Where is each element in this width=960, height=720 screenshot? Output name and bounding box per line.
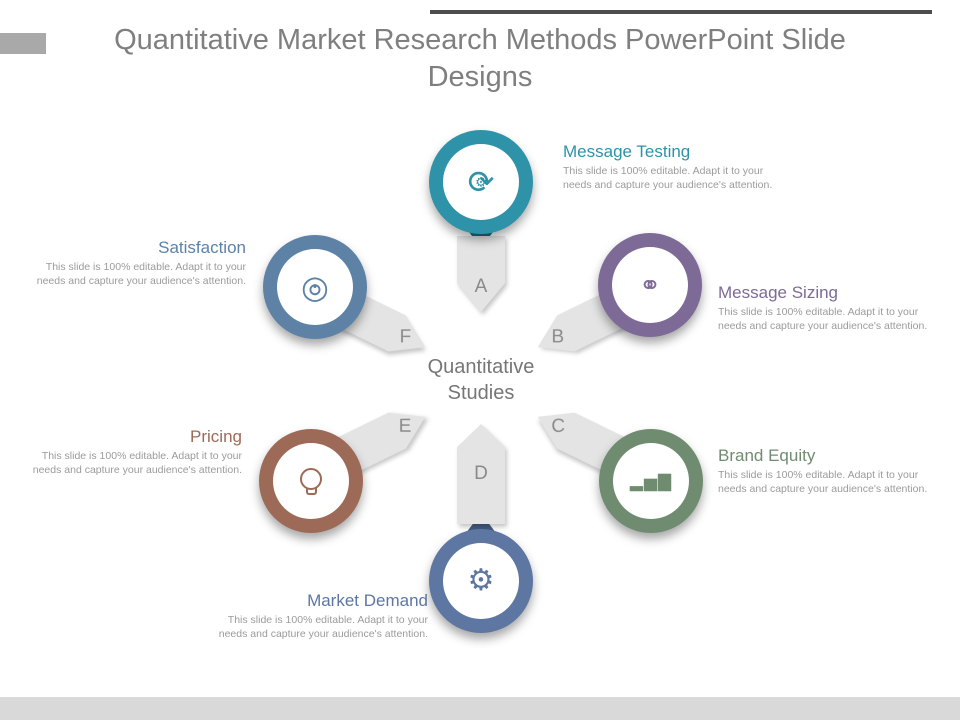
satisfaction-text: Satisfaction This slide is 100% editable… [32, 238, 246, 288]
pricing-circle-inner [273, 443, 349, 519]
icon-glyph: ⟳ [467, 164, 495, 200]
target-icon: ◎ ● [301, 271, 329, 303]
left-accent-block [0, 33, 46, 54]
bottom-footer-band [0, 697, 960, 720]
center-hub-label: Quantitative Studies [427, 356, 535, 404]
icon-glyph: ⚙ [467, 564, 495, 597]
arrow-f-letter: F [399, 326, 412, 348]
brand-equity-desc: This slide is 100% editable. Adapt it to… [718, 469, 928, 495]
brand-equity-text: Brand Equity This slide is 100% editable… [718, 446, 936, 496]
pricing-title: Pricing [190, 427, 242, 446]
message-sizing-title: Message Sizing [718, 283, 839, 302]
handshake-icon: ⚭ [639, 272, 661, 298]
gear-overlay-icon: ⚙ [475, 174, 487, 190]
pricing-text: Pricing This slide is 100% editable. Ada… [30, 427, 242, 477]
target-center-dot-icon: ● [312, 283, 318, 291]
message-sizing-circle: ⚭ [598, 233, 702, 337]
lightbulb-base [305, 487, 317, 495]
arrow-a: A [457, 236, 505, 312]
arrow-d-letter: D [474, 463, 488, 484]
satisfaction-title: Satisfaction [158, 238, 246, 257]
message-sizing-text: Message Sizing This slide is 100% editab… [718, 283, 936, 333]
arrow-d: D [457, 424, 505, 524]
message-testing-circle-inner: ⟳ ⚙ [443, 144, 519, 220]
top-divider-line [430, 10, 932, 14]
pricing-desc: This slide is 100% editable. Adapt it to… [32, 450, 242, 476]
arrow-c-letter: C [551, 415, 566, 437]
message-testing-title: Message Testing [563, 142, 691, 161]
message-sizing-desc: This slide is 100% editable. Adapt it to… [718, 306, 928, 332]
message-sizing-circle-inner: ⚭ [612, 247, 688, 323]
page-title: Quantitative Market Research Methods Pow… [114, 24, 846, 94]
market-demand-circle: ⚙ [429, 529, 533, 633]
bar-chart-icon: ▂▅▇ [630, 473, 672, 490]
market-demand-circle-inner: ⚙ [443, 543, 519, 619]
sync-arrows-gear-icon: ⟳ ⚙ [468, 166, 495, 198]
icon-glyph: ▂▅▇ [629, 471, 673, 491]
icon-glyph: ◎ [301, 269, 329, 305]
brand-equity-title: Brand Equity [718, 446, 816, 465]
brand-equity-circle: ▂▅▇ [599, 429, 703, 533]
market-demand-text: Market Demand This slide is 100% editabl… [213, 591, 428, 641]
satisfaction-desc: This slide is 100% editable. Adapt it to… [36, 261, 246, 287]
message-testing-text: Message Testing This slide is 100% edita… [563, 142, 778, 192]
arrow-a-letter: A [474, 276, 488, 297]
icon-glyph: ⚭ [639, 270, 661, 300]
satisfaction-circle: ◎ ● [263, 235, 367, 339]
arrow-b-letter: B [551, 326, 565, 348]
market-demand-desc: This slide is 100% editable. Adapt it to… [218, 614, 428, 640]
gear-icon: ⚙ [468, 566, 495, 596]
message-testing-circle: ⟳ ⚙ [429, 130, 533, 234]
lightbulb-icon [300, 467, 322, 495]
brand-equity-circle-inner: ▂▅▇ [613, 443, 689, 519]
satisfaction-circle-inner: ◎ ● [277, 249, 353, 325]
pricing-circle [259, 429, 363, 533]
lightbulb-globe [300, 467, 322, 490]
message-testing-desc: This slide is 100% editable. Adapt it to… [563, 165, 773, 191]
market-demand-title: Market Demand [307, 591, 428, 610]
arrow-e-letter: E [398, 415, 412, 437]
